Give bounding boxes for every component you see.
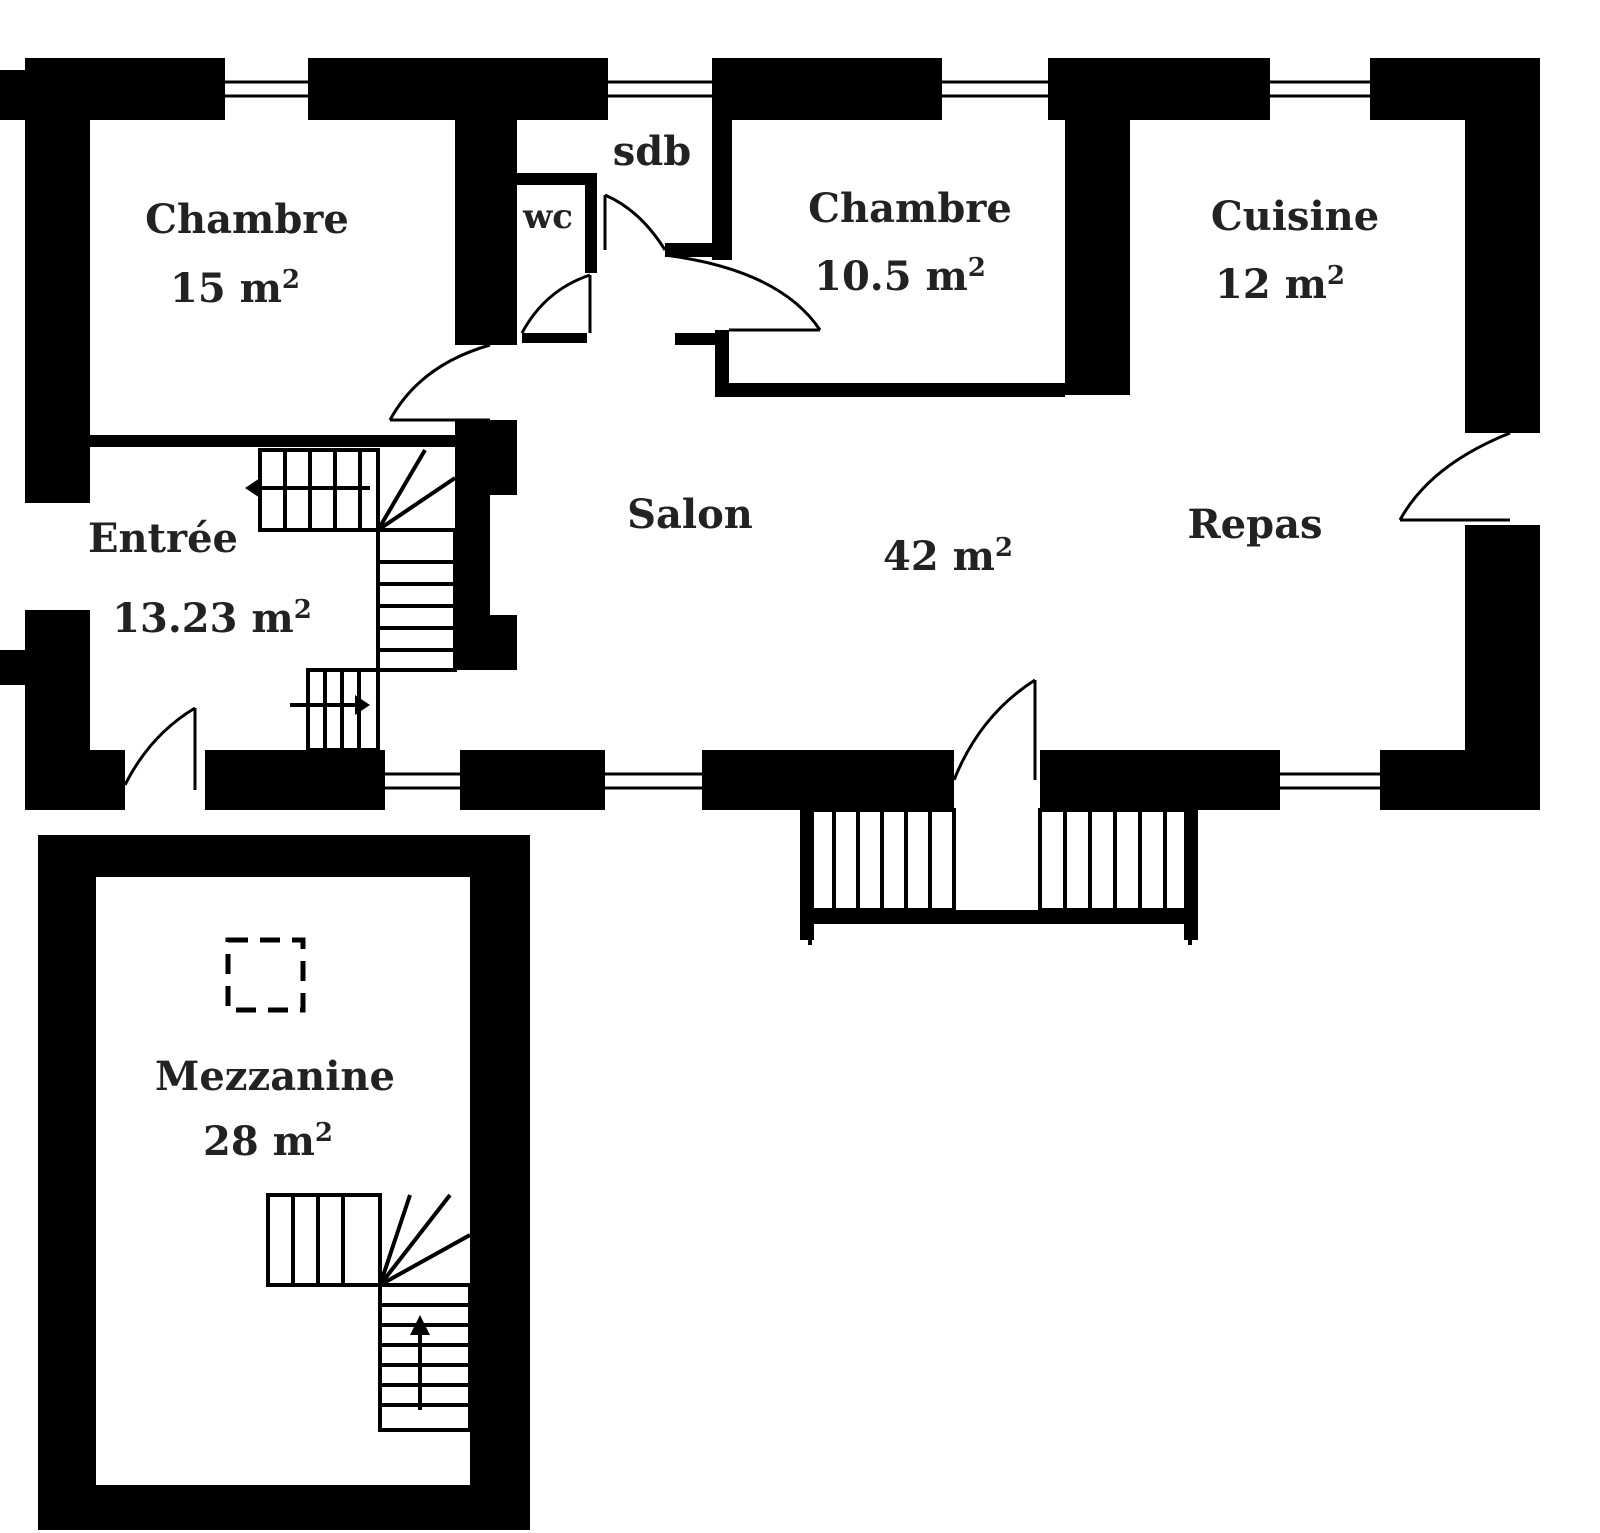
room-labels: Chambre 15 m2 sdb wc Chambre 10.5 m2 Cui… [88, 128, 1379, 1165]
room-name-repas: Repas [1187, 501, 1322, 548]
stair-arrows [245, 478, 370, 715]
windows [60, 80, 1380, 1230]
room-area-entree: 13.23 m2 [112, 595, 312, 642]
room-name-salon: Salon [627, 491, 753, 538]
room-name-wc: wc [522, 197, 573, 237]
stairs-entree [250, 448, 457, 752]
room-area-cuisine: 12 m2 [1215, 261, 1345, 308]
room-area-chambre-1: 15 m2 [170, 265, 300, 312]
front-steps [808, 808, 1192, 945]
mezzanine-stair-arrow [410, 1315, 430, 1335]
skylight-dashed-box [225, 937, 306, 1013]
room-name-sdb: sdb [613, 128, 691, 175]
walls [0, 58, 1540, 1530]
room-area-sejour: 42 m2 [883, 533, 1013, 580]
room-name-cuisine: Cuisine [1211, 193, 1379, 240]
room-area-mezzanine: 28 m2 [203, 1118, 333, 1165]
doors [123, 193, 1511, 790]
stairs-mezzanine [266, 1193, 472, 1432]
room-name-mezzanine: Mezzanine [155, 1053, 395, 1100]
room-area-chambre-2: 10.5 m2 [814, 253, 986, 300]
room-name-chambre-1: Chambre [145, 196, 349, 243]
room-name-chambre-2: Chambre [808, 185, 1012, 232]
room-name-entree: Entrée [88, 515, 238, 562]
